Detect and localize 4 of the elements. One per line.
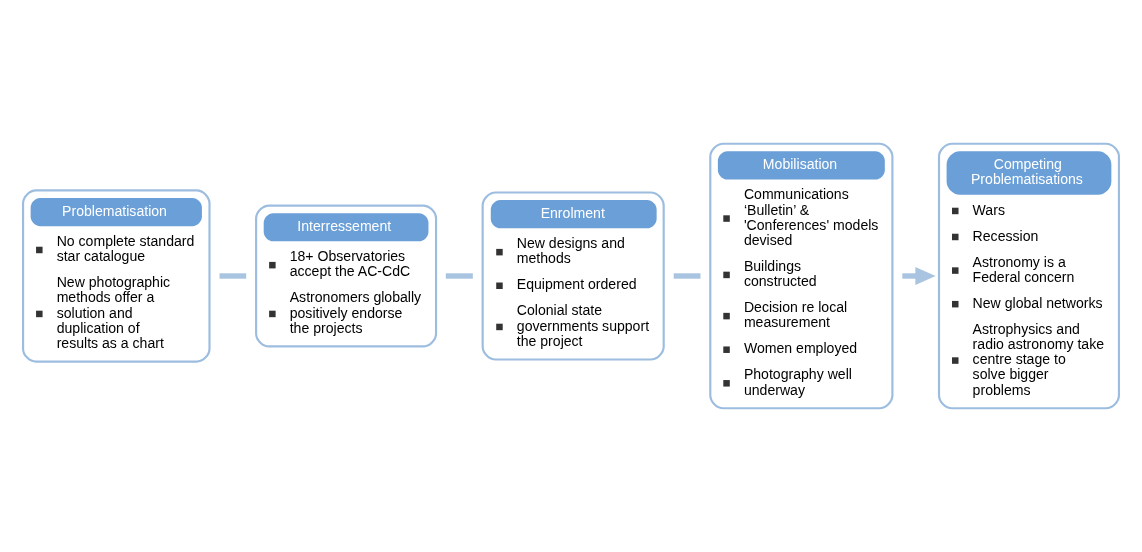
connector <box>219 273 247 279</box>
connector <box>673 273 701 279</box>
connector <box>445 273 473 279</box>
arrow <box>902 267 936 285</box>
